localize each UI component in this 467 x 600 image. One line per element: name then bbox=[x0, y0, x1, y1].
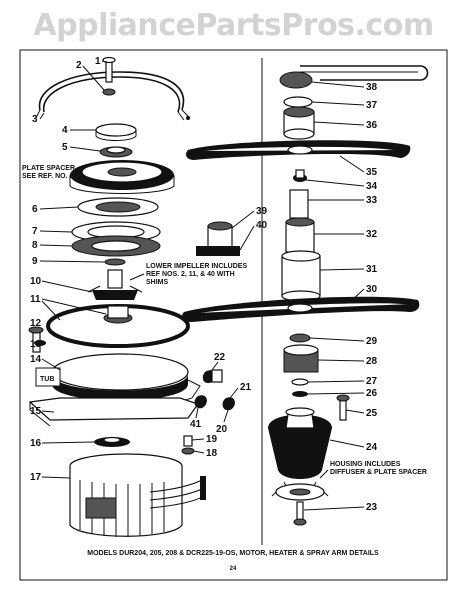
callout-6: 6 bbox=[32, 204, 38, 215]
diffuser-gear bbox=[271, 481, 329, 501]
callout-5: 5 bbox=[62, 142, 68, 153]
screw-23 bbox=[293, 501, 307, 526]
callout-33: 33 bbox=[366, 195, 378, 206]
tube-31 bbox=[281, 250, 321, 302]
callout-23: 23 bbox=[366, 502, 378, 513]
base-plate bbox=[28, 397, 199, 427]
screw-washer bbox=[102, 56, 116, 96]
callout-13: 13 bbox=[30, 339, 42, 350]
tub-housing bbox=[35, 353, 201, 405]
callout-numbers: 1 2 3 4 5 6 7 8 9 10 11 12 13 14 bbox=[30, 56, 378, 513]
callout-3: 3 bbox=[32, 114, 38, 125]
lower-spray-arm bbox=[182, 296, 420, 322]
small-plug bbox=[183, 435, 193, 447]
callout-30: 30 bbox=[366, 284, 378, 295]
callout-12: 12 bbox=[30, 318, 42, 329]
callout-4: 4 bbox=[62, 125, 68, 136]
note-plate-spacer-2: SEE REF. NO. 24 bbox=[22, 173, 77, 180]
callout-40: 40 bbox=[256, 220, 268, 231]
callout-22: 22 bbox=[214, 352, 226, 363]
part-nut bbox=[95, 123, 137, 141]
callout-9: 9 bbox=[32, 256, 38, 267]
motor bbox=[69, 453, 206, 537]
tube-32 bbox=[285, 217, 315, 253]
callout-21: 21 bbox=[240, 382, 252, 393]
ring-37 bbox=[283, 96, 313, 108]
callout-8: 8 bbox=[32, 240, 38, 251]
tube-33 bbox=[289, 189, 309, 219]
notes: PLATE SPACER SEE REF. NO. 24 LOWER IMPEL… bbox=[22, 165, 427, 479]
callout-26: 26 bbox=[366, 388, 378, 399]
seal bbox=[94, 436, 130, 447]
callout-2: 2 bbox=[76, 60, 82, 71]
bearing-36 bbox=[283, 106, 315, 140]
part-seals bbox=[71, 221, 161, 257]
cap-34 bbox=[293, 169, 307, 182]
callout-14: 14 bbox=[30, 354, 42, 365]
diagram-border bbox=[19, 49, 448, 581]
callout-36: 36 bbox=[366, 120, 378, 131]
callout-39: 39 bbox=[256, 206, 268, 217]
part-gasket bbox=[77, 197, 159, 217]
callout-28: 28 bbox=[366, 356, 378, 367]
note-housing-1: HOUSING INCLUDES bbox=[330, 461, 401, 468]
callout-29: 29 bbox=[366, 336, 378, 347]
part-ring bbox=[99, 146, 133, 158]
callout-1: 1 bbox=[95, 56, 101, 67]
part-39-40 bbox=[196, 221, 240, 256]
callout-34: 34 bbox=[366, 181, 378, 192]
callout-10: 10 bbox=[30, 276, 42, 287]
callout-7: 7 bbox=[32, 226, 38, 237]
upper-spray-arm bbox=[186, 140, 411, 160]
callout-16: 16 bbox=[30, 438, 42, 449]
diffuser-28 bbox=[283, 344, 319, 373]
callout-18: 18 bbox=[206, 448, 218, 459]
note-plate-spacer-1: PLATE SPACER bbox=[22, 165, 75, 172]
callout-41: 41 bbox=[190, 419, 202, 430]
callout-37: 37 bbox=[366, 100, 378, 111]
callout-15: 15 bbox=[30, 406, 42, 417]
nut-29 bbox=[289, 333, 311, 343]
callout-24: 24 bbox=[366, 442, 378, 453]
callout-17: 17 bbox=[30, 472, 42, 483]
plate-spacer bbox=[69, 160, 175, 194]
small-ring bbox=[104, 258, 126, 266]
callout-27: 27 bbox=[366, 376, 378, 387]
note-lower-impeller-3: SHIMS bbox=[146, 279, 169, 286]
callout-11: 11 bbox=[30, 294, 41, 305]
large-o-ring bbox=[46, 304, 190, 348]
callout-25: 25 bbox=[366, 408, 378, 419]
note-housing-2: DIFFUSER & PLATE SPACER bbox=[330, 469, 427, 476]
callout-38: 38 bbox=[366, 82, 378, 93]
callout-19: 19 bbox=[206, 434, 218, 445]
callout-32: 32 bbox=[366, 229, 378, 240]
page-number: 24 bbox=[230, 566, 237, 572]
watermark: AppliancePartsPros.com bbox=[33, 8, 434, 43]
pump-housing-24 bbox=[268, 407, 332, 479]
note-lower-impeller-2: REF NOS. 2, 11, & 40 WITH bbox=[146, 271, 235, 278]
note-tub: TUB bbox=[40, 376, 54, 383]
heater-element bbox=[35, 71, 191, 121]
bolt-25 bbox=[336, 394, 350, 421]
small-washer bbox=[181, 447, 195, 455]
callout-35: 35 bbox=[366, 167, 378, 178]
diagram-caption: MODELS DUR204, 205, 208 & DCR225-19-OS, … bbox=[87, 550, 379, 557]
washer-27 bbox=[291, 378, 309, 386]
callout-31: 31 bbox=[366, 264, 378, 275]
washer-26 bbox=[292, 391, 308, 397]
hose-connector bbox=[279, 65, 429, 89]
clips bbox=[194, 369, 235, 411]
small-nut bbox=[34, 340, 46, 346]
note-lower-impeller-1: LOWER IMPELLER INCLUDES bbox=[146, 263, 247, 270]
callout-20: 20 bbox=[216, 424, 228, 435]
lower-impeller bbox=[87, 269, 143, 300]
